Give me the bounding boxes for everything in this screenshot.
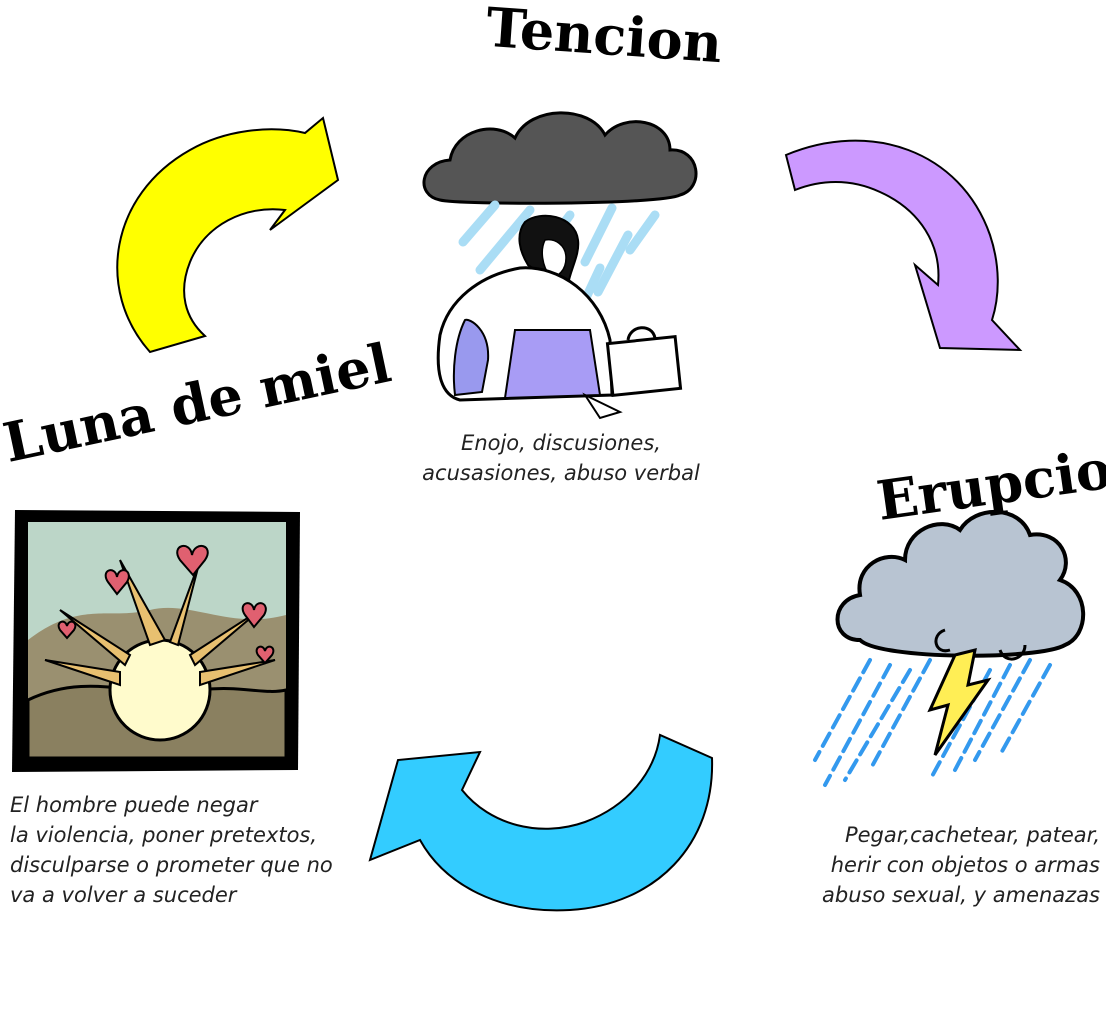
sad-woman-rain-icon [422,111,698,420]
storm-cloud-icon [813,509,1086,787]
arrow-honeymoon-to-tension [116,116,340,354]
description-line: acusasiones, abuso verbal [422,461,700,485]
description-line: abuso sexual, y amenazas [822,883,1100,907]
arrow-eruption-to-honeymoon [368,733,714,912]
stage-title-tension: Tencion [484,0,725,76]
description-line: disculparse o prometer que no [10,853,333,877]
description-line: la violencia, poner pretextos, [10,823,318,847]
sunrise-hearts-icon [12,510,300,772]
description-line: El hombre puede negar [10,793,258,817]
description-line: herir con objetos o armas [830,853,1100,877]
description-line: Pegar,cachetear, patear, [844,823,1100,847]
description-line: Enojo, discusiones, [461,431,661,455]
stage-description-tension: Enojo, discusiones, acusasiones, abuso v… [396,428,726,488]
arrow-tension-to-eruption [784,139,1023,352]
stage-description-eruption: Pegar,cachetear, patear, herir con objet… [782,820,1100,910]
stage-description-honeymoon: El hombre puede negar la violencia, pone… [10,790,333,910]
description-line: va a volver a suceder [10,883,237,907]
